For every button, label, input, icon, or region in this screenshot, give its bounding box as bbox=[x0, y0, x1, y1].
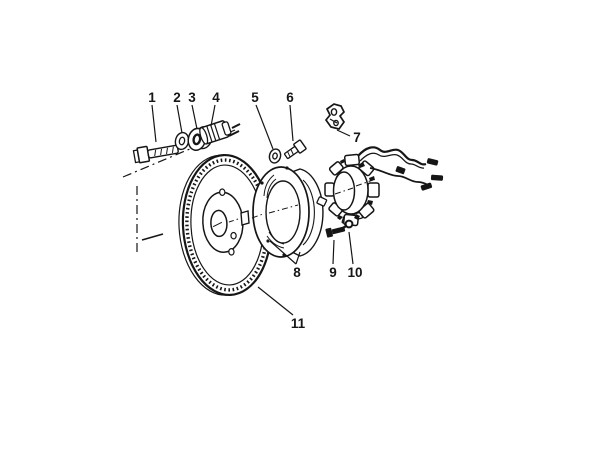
wire-upper-b bbox=[359, 152, 425, 169]
leader-4 bbox=[210, 104, 216, 127]
spacer-rib-3 bbox=[213, 123, 221, 140]
axis-seg-ring-opening bbox=[268, 204, 299, 214]
coil-shade-2 bbox=[369, 176, 375, 181]
cover-ring-slot-lower-b bbox=[268, 231, 285, 245]
callout-label-2: 2 bbox=[173, 90, 181, 105]
callout-label-7: 7 bbox=[353, 130, 361, 145]
part-10-contact-pin bbox=[339, 219, 354, 231]
screw9-head bbox=[325, 227, 333, 238]
part-9-screw bbox=[325, 226, 346, 238]
spade-terminal-1 bbox=[426, 158, 439, 166]
spade-terminal-2 bbox=[430, 174, 444, 181]
leader-6 bbox=[289, 104, 294, 142]
coil-shade-4 bbox=[354, 214, 360, 220]
stator-assembly bbox=[316, 153, 380, 227]
leader-11 bbox=[257, 286, 294, 316]
cover-ring-back-inner-arc bbox=[302, 179, 315, 246]
leader-8a bbox=[269, 240, 297, 265]
axis-seg-stator-right bbox=[355, 179, 374, 187]
rubber-mount-body bbox=[324, 103, 346, 130]
hub-bolt-hole-top bbox=[219, 188, 226, 197]
washer2-hole bbox=[178, 136, 186, 146]
callout-labels: 1 2 3 4 5 6 7 8 9 10 11 bbox=[148, 90, 362, 331]
wire-lower bbox=[369, 167, 432, 187]
spacer-end-face bbox=[199, 127, 209, 145]
case-edge-dash bbox=[141, 233, 164, 241]
part-6-screw bbox=[284, 139, 307, 160]
callout-label-4: 4 bbox=[212, 90, 220, 105]
leader-8b bbox=[295, 251, 301, 265]
rubber-mount-hole bbox=[330, 108, 338, 116]
spade-terminal-3 bbox=[420, 182, 433, 191]
callout-label-5: 5 bbox=[251, 90, 259, 105]
part-1-hex-bolt bbox=[132, 144, 179, 164]
pin10-shaft bbox=[339, 225, 347, 231]
cover-ring-slot-upper-b bbox=[266, 178, 277, 199]
leader-2 bbox=[176, 104, 183, 134]
leader-7 bbox=[336, 129, 351, 137]
spacer-rib-2 bbox=[210, 124, 217, 142]
bolt-thread-4 bbox=[171, 146, 174, 154]
hub-bolt-hole-bottom bbox=[228, 248, 235, 256]
cover-ring-opening bbox=[265, 180, 301, 244]
cover-ring-hole-2 bbox=[266, 239, 270, 243]
wiring-harness bbox=[357, 146, 444, 191]
axis-seg-hub bbox=[228, 218, 239, 223]
stator-coil-right bbox=[367, 182, 380, 198]
axis-dash-segments bbox=[228, 179, 374, 226]
callout-label-6: 6 bbox=[286, 90, 294, 105]
part-8-cover-ring bbox=[252, 166, 324, 258]
callout-label-3: 3 bbox=[188, 90, 196, 105]
leader-9 bbox=[332, 239, 335, 265]
coil-shade-5 bbox=[337, 215, 343, 220]
stator-coil-top bbox=[343, 153, 361, 167]
hub-centerline-dash bbox=[212, 221, 223, 228]
leader-5 bbox=[255, 104, 274, 150]
part-5-washer bbox=[268, 148, 282, 164]
coil-shade-6 bbox=[340, 159, 345, 164]
spacer-end-collar bbox=[221, 121, 232, 136]
callout-label-10: 10 bbox=[347, 265, 362, 280]
stator-mount-ear-left bbox=[316, 196, 328, 207]
bolt-thread-1 bbox=[154, 149, 157, 157]
hub-bolt-hole-right bbox=[230, 231, 237, 240]
callout-label-11: 11 bbox=[291, 316, 306, 331]
bolt-shaft bbox=[147, 144, 179, 159]
leader-10 bbox=[348, 231, 354, 265]
wire-sleeve bbox=[395, 166, 406, 175]
axis-seg-stator-opening bbox=[334, 187, 354, 195]
screw6-thread-1 bbox=[287, 151, 291, 158]
cover-ring-slot-upper bbox=[263, 174, 275, 197]
axis-end-tick2 bbox=[231, 123, 241, 129]
callout-label-8: 8 bbox=[293, 265, 301, 280]
rubber-mount-crease bbox=[329, 118, 338, 124]
callout-label-9: 9 bbox=[329, 265, 337, 280]
bolt-thread-3 bbox=[166, 147, 168, 155]
leader-3 bbox=[191, 104, 198, 130]
bolt-head bbox=[136, 145, 151, 164]
woodruff-key bbox=[240, 210, 250, 226]
cover-ring-hole-3 bbox=[285, 166, 289, 170]
bolt-thread-2 bbox=[160, 148, 163, 156]
coil-shade-3 bbox=[367, 200, 373, 205]
cover-ring-slot-lower bbox=[266, 235, 285, 249]
part-7-rubber-mount bbox=[324, 103, 346, 130]
spacer-rib-1 bbox=[206, 125, 213, 143]
stator-coil-left bbox=[324, 182, 335, 197]
part-4-spacer-bushing bbox=[199, 120, 232, 145]
leader-1 bbox=[151, 104, 157, 143]
callout-label-1: 1 bbox=[148, 90, 156, 105]
washer3-hole bbox=[192, 133, 202, 146]
screw6-thread-2 bbox=[290, 149, 294, 155]
cover-ring-hole-1 bbox=[260, 181, 264, 185]
screw6-shaft bbox=[284, 146, 299, 160]
axis-end-tick bbox=[228, 130, 240, 137]
pin10-head bbox=[344, 219, 354, 229]
wire-upper bbox=[357, 146, 427, 166]
washer5-hole bbox=[272, 152, 278, 160]
coil-shade-1 bbox=[358, 162, 365, 168]
axis-seg-gap bbox=[251, 213, 264, 219]
leader-lines bbox=[151, 104, 354, 316]
